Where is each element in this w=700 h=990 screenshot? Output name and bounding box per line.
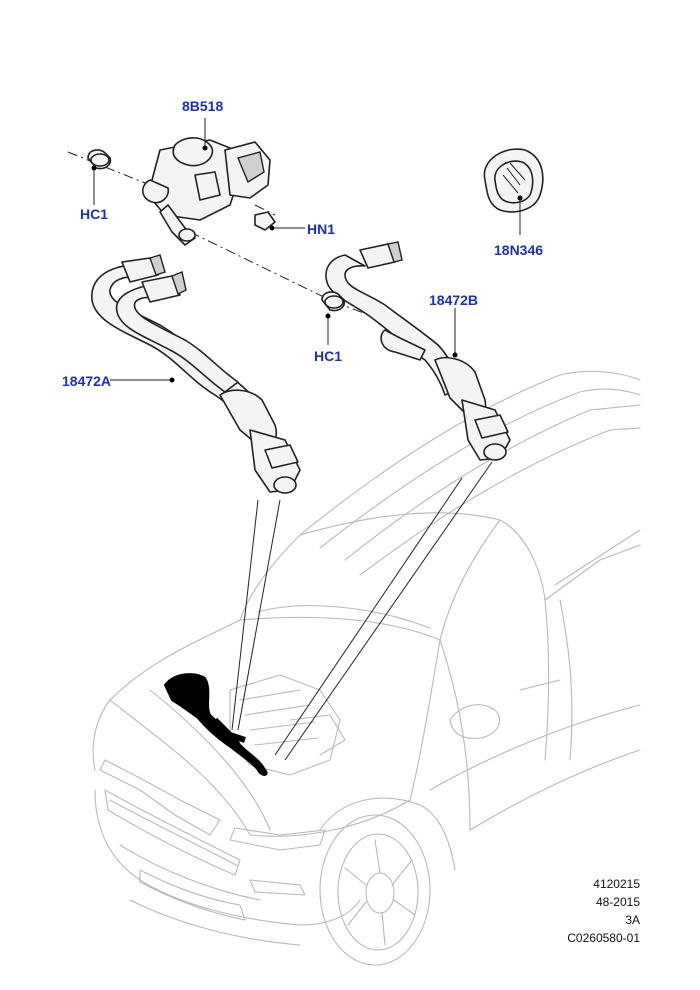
installed-hose-branch xyxy=(212,717,246,743)
vehicle-outline xyxy=(92,370,641,966)
hose-18472b xyxy=(325,241,511,461)
callout-pump[interactable]: 8B518 xyxy=(182,98,224,114)
clip-hc1-left xyxy=(87,149,112,205)
reference-line-4: C0260580-01 xyxy=(567,931,640,945)
reference-line-1: 4120215 xyxy=(593,877,640,891)
callout-clip-middle[interactable]: HC1 xyxy=(314,348,343,364)
grommet-18n346 xyxy=(483,148,544,235)
nut-hn1 xyxy=(254,211,305,231)
reference-line-3: 3A xyxy=(625,913,640,927)
callout-hose-right[interactable]: 18472B xyxy=(429,292,479,308)
clip-hc1-middle xyxy=(321,291,346,345)
hose-18472a xyxy=(91,254,301,494)
callout-clip-left[interactable]: HC1 xyxy=(80,206,109,222)
callout-hose-left[interactable]: 18472A xyxy=(62,373,112,389)
reference-line-2: 48-2015 xyxy=(595,895,640,909)
assembly-line-hn1 xyxy=(254,204,276,216)
callout-nut[interactable]: HN1 xyxy=(307,221,336,237)
pointer-lines xyxy=(231,461,493,761)
callout-grommet[interactable]: 18N346 xyxy=(494,242,544,258)
pump-8b518 xyxy=(141,118,271,246)
